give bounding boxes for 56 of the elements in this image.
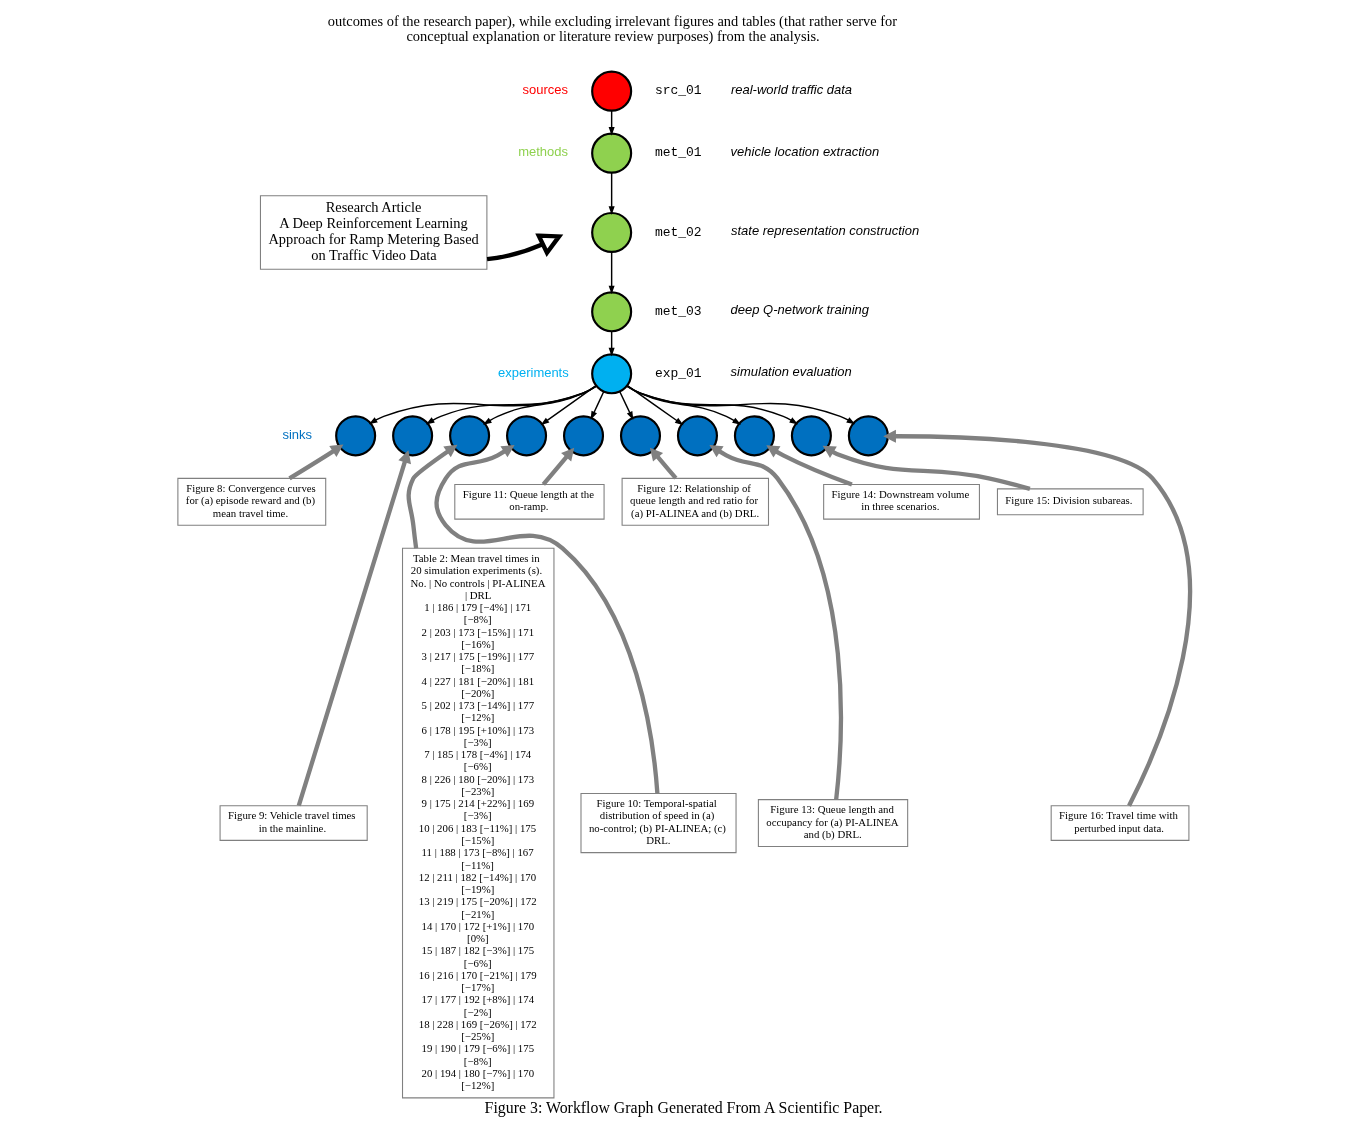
node-box: Figure 10: Temporal-spatial distribution of speed in (a) no-control; (b) PI-ALINEA; (c) DRL. <box>580 793 737 854</box>
node-label: met_01 <box>654 145 702 161</box>
label: methods <box>518 144 569 160</box>
node-label: simulation evaluation <box>730 364 852 380</box>
arrow <box>288 444 344 481</box>
node-label: real-world traffic data <box>730 81 853 97</box>
node-box: Table 2: Mean travel times in 20 simulation experiments (s). No. | No controls | PI-ALINEA | DRL 1 | 186 | 179 [−4%] | 171 [−8%] 2 | 203 | 173 [−15%] | 171 [−16%] 3 | 217 | 175 [−19%] | 177 [−18%] 4 | 227 | 181 [−20%] | 181 [−20%] 5 | 202 | 173 [−14%] | 177 [−12%] 6 | 178 | 195 [+10%] | 173 [−3%] 7 | 185 | 178 [−4%] | 174 [−6%] 8 | 226 | 180 [−20%] | 173 [−23%] 9 | 175 | 214 [+22%] | 169 [−3%] 10 | 206 | 183 [−11%] | 175 [−15%] 11 | 188 | 173 [−8%] | 167 [−11%] 12 | 211 | 182 [−14%] | 170 [−19%] 13 | 219 | 175 [−20%] | 172 [−21%] 14 | 170 | 172 [+1%] | 170 [0%] 15 | 187 | 182 [−3%] | 175 [−6%] 16 | 216 | 170 [−21%] | 179 [−17%] 17 | 177 | 192 [+8%] | 174 [−2%] 18 | 228 | 169 [−26%] | 172 [−25%] 19 | 190 | 179 [−6%] | 175 [−8%] 20 | 194 | 180 [−7%] | 170 [−12%] <box>401 547 555 1099</box>
node-circle <box>591 291 633 333</box>
node-circle <box>591 132 633 174</box>
arrow <box>649 447 678 480</box>
node-box: Figure 13: Queue length and occupancy for (a) PI-ALINEA and (b) DRL. <box>757 799 909 848</box>
arrow <box>540 384 597 426</box>
arrow <box>766 445 853 487</box>
node-box: Figure 12: Relationship of queue length and red ratio for (a) PI-ALINEA and (b) DRL. <box>621 477 770 526</box>
node-circle <box>591 353 633 395</box>
node-label: met_03 <box>654 303 702 319</box>
node-circle <box>591 70 633 112</box>
node-label: met_02 <box>654 224 702 240</box>
node-box: Figure 15: Division subareas. <box>996 488 1144 516</box>
arrow <box>626 385 856 425</box>
node-box: Figure 11: Queue length at the on-ramp. <box>454 483 605 520</box>
arrow <box>626 385 799 425</box>
node-box: Figure 9: Vehicle travel times in the mainline. <box>219 805 368 841</box>
arrow <box>608 251 615 295</box>
node-circle <box>562 415 605 457</box>
caption: Figure 3: Workflow Graph Generated From A Scientific Paper. <box>484 1099 883 1117</box>
node-label: vehicle location extraction <box>730 143 880 159</box>
arrow <box>425 385 598 425</box>
label: outcomes of the research paper), while excluding irrelevant figures and tables (that rather serve for conceptual explanation or literature review purposes) from the analysis. <box>327 12 898 45</box>
label: experiments <box>498 364 569 380</box>
arrow <box>608 172 615 215</box>
arrow <box>619 391 634 421</box>
node-label: state representation construction <box>730 222 920 238</box>
node-box: Research Article A Deep Reinforcement Learning Approach for Ramp Metering Based on Traffic Video Data <box>259 195 488 270</box>
arrow <box>483 385 597 425</box>
arrow <box>626 385 741 425</box>
arrow <box>434 445 660 794</box>
node-box: Figure 16: Travel time with perturbed input data. <box>1050 805 1190 841</box>
label: sources <box>522 82 569 98</box>
node-label: exp_01 <box>654 365 702 381</box>
arrow <box>296 450 411 807</box>
node-box: Figure 14: Downstream volume in three scenarios. <box>823 483 980 520</box>
node-circle <box>619 415 662 457</box>
arrow <box>709 445 843 800</box>
arrow <box>590 391 605 420</box>
arrow <box>541 447 575 486</box>
arrow <box>883 429 1192 807</box>
arrow <box>822 445 1031 491</box>
node-label: src_01 <box>654 83 702 99</box>
node-box: Figure 8: Convergence curves for (a) episode reward and (b) mean travel time. <box>177 477 327 526</box>
arrow <box>486 233 564 262</box>
arrow <box>368 385 598 425</box>
label: sinks <box>282 427 313 443</box>
node-circle <box>591 211 633 254</box>
node-label: deep Q-network training <box>730 302 870 318</box>
arrow <box>406 444 458 549</box>
